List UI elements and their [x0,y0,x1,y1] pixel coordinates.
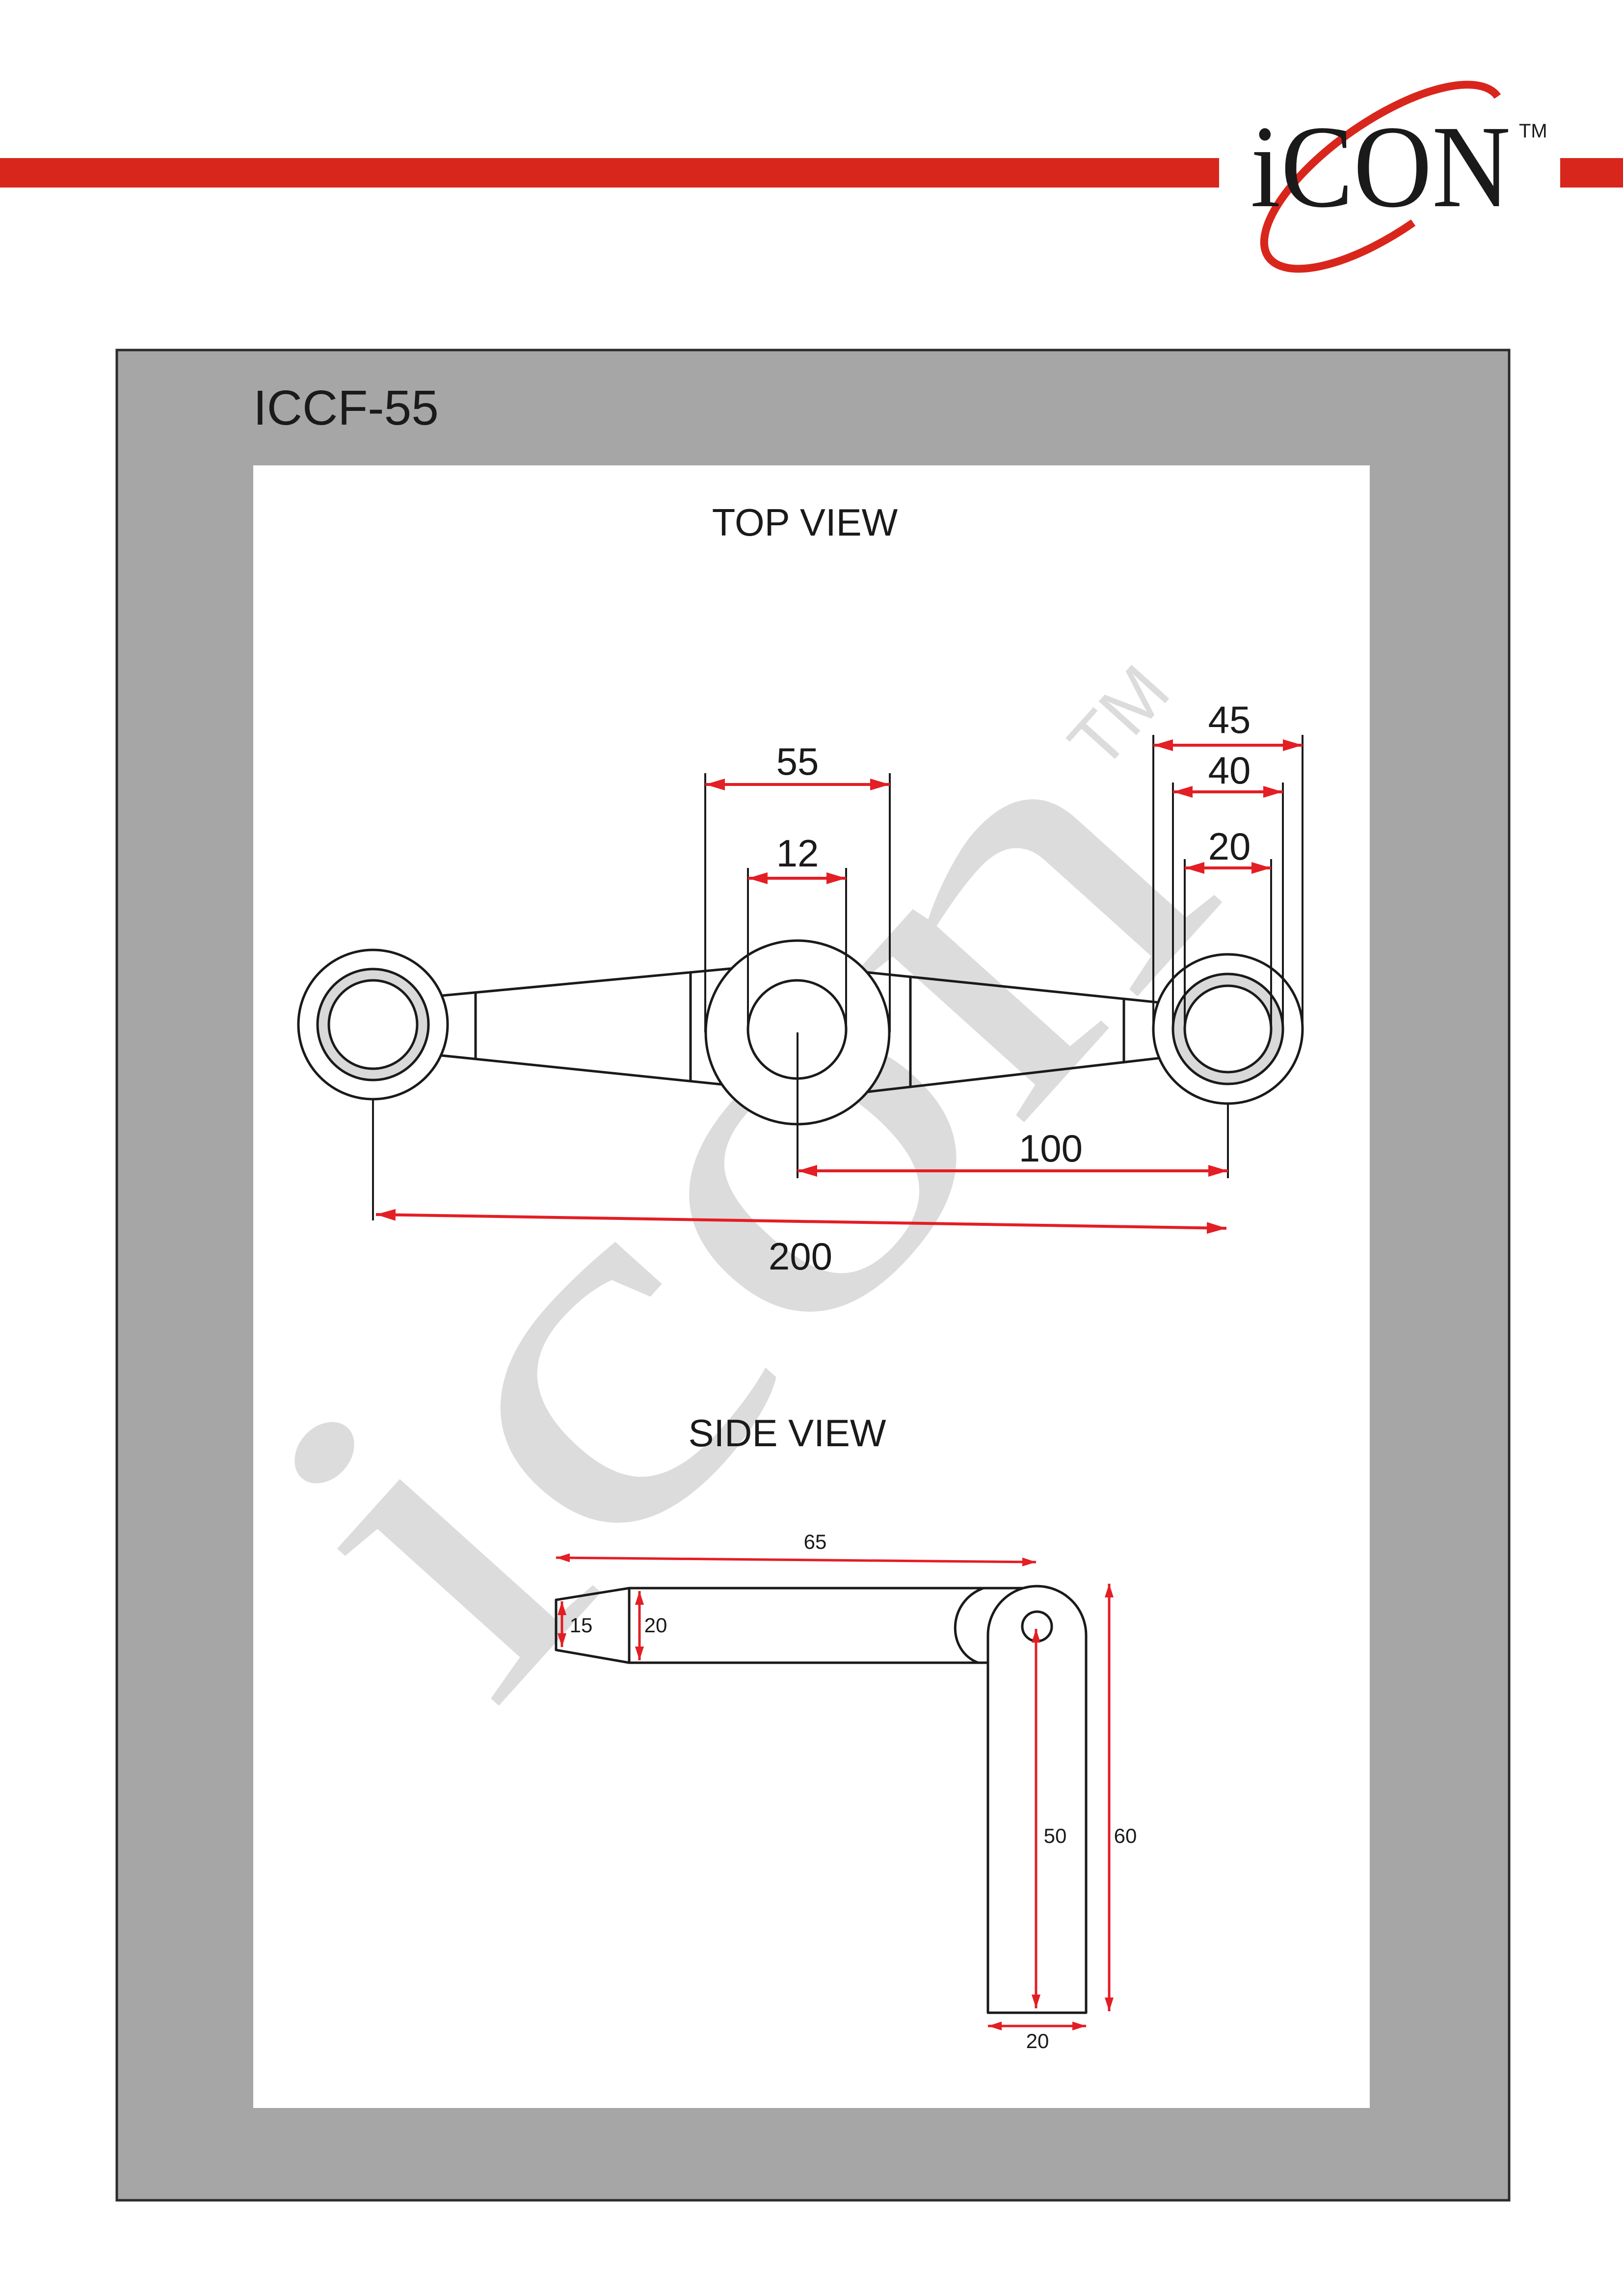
logo-wordmark: iCON [1251,101,1511,232]
right-end-fitting [1152,953,1304,1105]
side-view-dimensions: 65 15 20 50 60 20 [556,1530,1137,2053]
sheet-title: ICCF-55 [253,380,439,435]
right-end-bore [1183,984,1273,1074]
header-red-bar [0,158,1219,188]
right-arm-bottom-edge [862,1054,1179,1094]
logo-trademark: TM [1519,120,1547,142]
header-red-bar-right [1560,158,1623,188]
side-view: SIDE VIEW 65 15 20 50 60 20 [555,1411,1137,2053]
left-arm-bottom-edge [430,1053,738,1087]
dim-label-45: 45 [1208,698,1251,741]
dim-label-15: 15 [570,1614,593,1637]
dim-label-65: 65 [804,1530,827,1553]
dim-label-200: 200 [769,1235,832,1278]
arm-end-curve [954,1587,985,1664]
dim-label-20: 20 [1208,825,1251,868]
dim-label-55: 55 [776,740,819,783]
dim-label-width-20: 20 [1026,2029,1049,2053]
dim-line-65 [556,1553,1037,1567]
right-arm-top-edge [862,971,1179,1006]
left-end-bore [327,979,419,1070]
brand-logo: iCON TM [1251,81,1547,273]
dim-label-12: 12 [776,832,819,875]
dim-label-100: 100 [1019,1127,1083,1170]
side-view-label: SIDE VIEW [688,1411,886,1455]
left-end-fitting [297,948,449,1101]
dim-label-40: 40 [1208,749,1251,792]
dim-label-arm-20: 20 [644,1614,667,1637]
dim-label-50: 50 [1044,1824,1067,1847]
top-view-extension-lines [372,735,1304,1220]
top-view-label: TOP VIEW [712,501,898,544]
logo-swoosh [1260,81,1506,273]
dim-line-200 [375,1209,1227,1234]
top-view: TOP VIEW [297,501,1304,1278]
page-header: iCON TM [0,81,1623,273]
left-arm-top-edge [430,967,738,998]
top-view-dimensions: 45 40 20 55 12 100 200 [375,698,1303,1278]
drawing-area [253,465,1370,2108]
dim-label-60: 60 [1114,1824,1137,1847]
